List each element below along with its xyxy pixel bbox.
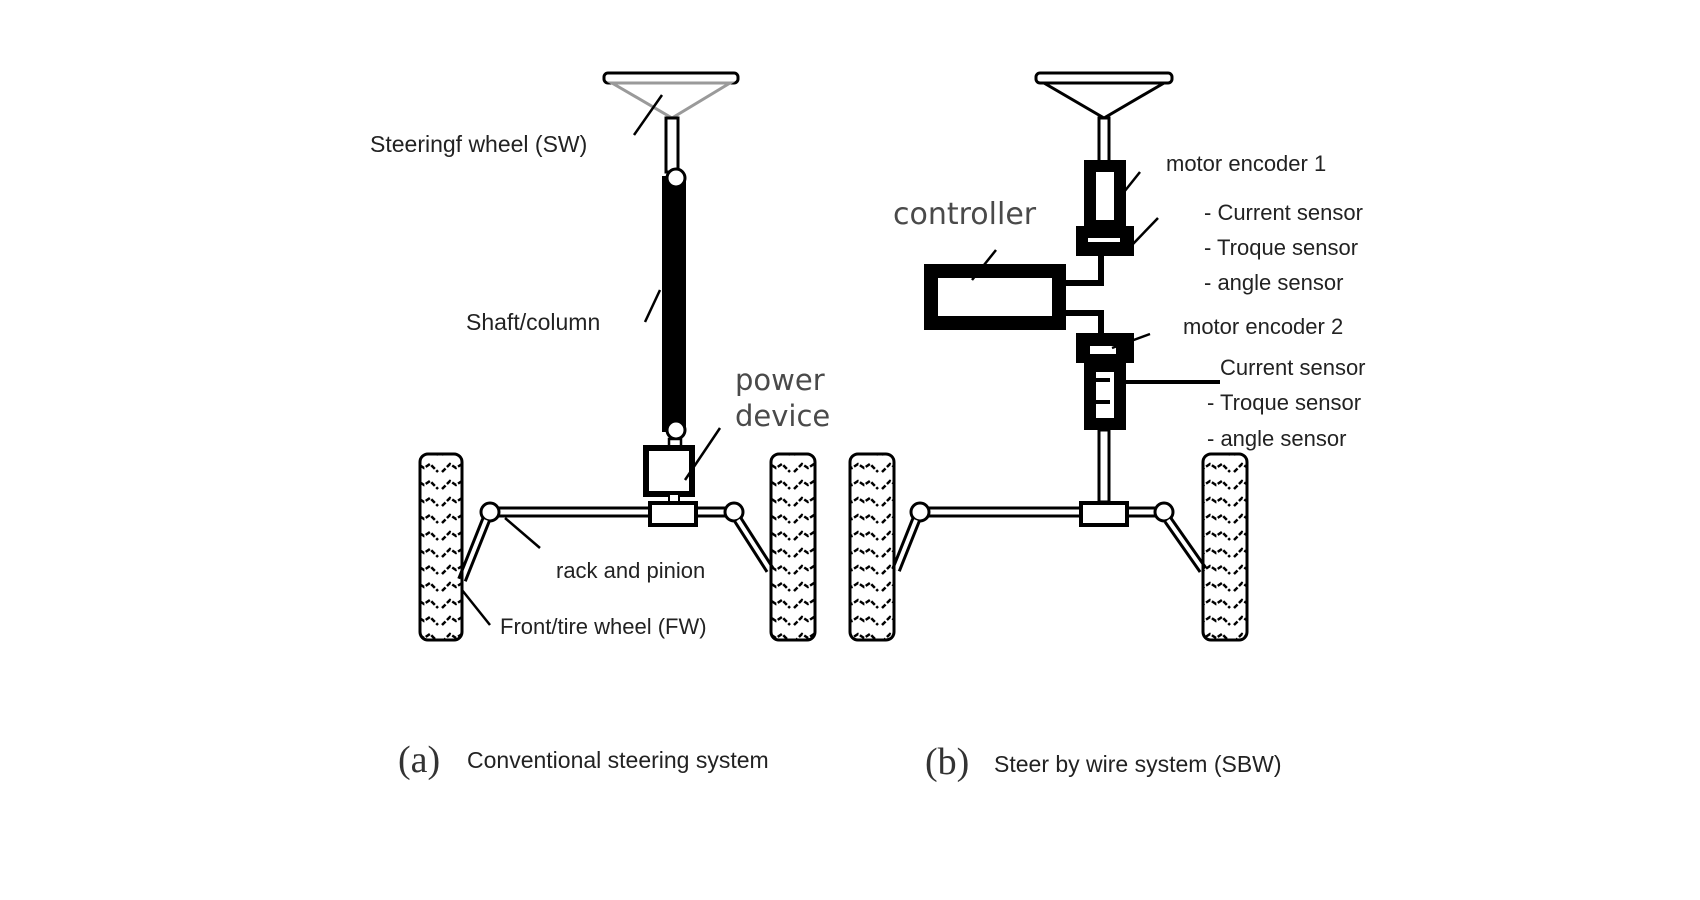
- leader-lines-a: [461, 94, 722, 626]
- motor-encoder-1: [1076, 160, 1134, 256]
- label-motor-encoder-2: motor encoder 2: [1183, 314, 1343, 339]
- encoder2-sensor-3: - angle sensor: [1207, 426, 1346, 451]
- motor-encoder-2: [1076, 333, 1134, 430]
- encoder1-sensor-3: - angle sensor: [1204, 270, 1343, 295]
- tire-right-b: [1201, 452, 1249, 642]
- controller-wires: [1065, 256, 1104, 333]
- encoder1-sensor-2: - Troque sensor: [1204, 235, 1358, 260]
- tie-rods-b: [891, 517, 1208, 573]
- power-device-box: [643, 445, 695, 497]
- rack-b: [909, 501, 1175, 527]
- panel-a-conventional: Steeringf wheel (SW) Shaft/column power …: [370, 71, 830, 781]
- encoder2-sensor-2: - Troque sensor: [1207, 390, 1361, 415]
- rack-a: [479, 501, 745, 527]
- upper-shaft-a: [664, 116, 680, 174]
- leader-lines-b: [971, 171, 1220, 384]
- controller-box: [924, 264, 1066, 330]
- steering-wheel-b: [1034, 71, 1174, 120]
- upper-shaft-b: [1097, 116, 1111, 164]
- caption-a: Conventional steering system: [467, 747, 769, 773]
- label-front-wheel: Front/tire wheel (FW): [500, 614, 707, 639]
- steering-wheel-a: [602, 71, 740, 120]
- label-controller: controller: [893, 197, 1037, 232]
- caption-b: Steer by wire system (SBW): [994, 751, 1282, 777]
- label-shaft-column: Shaft/column: [466, 309, 600, 335]
- tire-left-a: [418, 452, 464, 642]
- lower-shaft-b: [1097, 428, 1111, 504]
- steering-column-a: [662, 167, 687, 449]
- tie-rods-a: [457, 517, 775, 582]
- tire-right-a: [769, 452, 817, 642]
- label-rack-pinion: rack and pinion: [556, 558, 705, 583]
- encoder2-sensor-1: Current sensor: [1220, 355, 1366, 380]
- label-motor-encoder-1: motor encoder 1: [1166, 151, 1326, 176]
- panel-b-sbw: controller motor encoder 1 - Current sen…: [848, 71, 1366, 783]
- label-power: power: [735, 363, 825, 397]
- caption-letter-a: (a): [398, 739, 440, 781]
- label-device: device: [735, 399, 830, 433]
- tire-left-b: [848, 452, 896, 642]
- caption-letter-b: (b): [925, 741, 969, 783]
- label-steering-wheel: Steeringf wheel (SW): [370, 131, 587, 157]
- encoder1-sensor-1: - Current sensor: [1204, 200, 1363, 225]
